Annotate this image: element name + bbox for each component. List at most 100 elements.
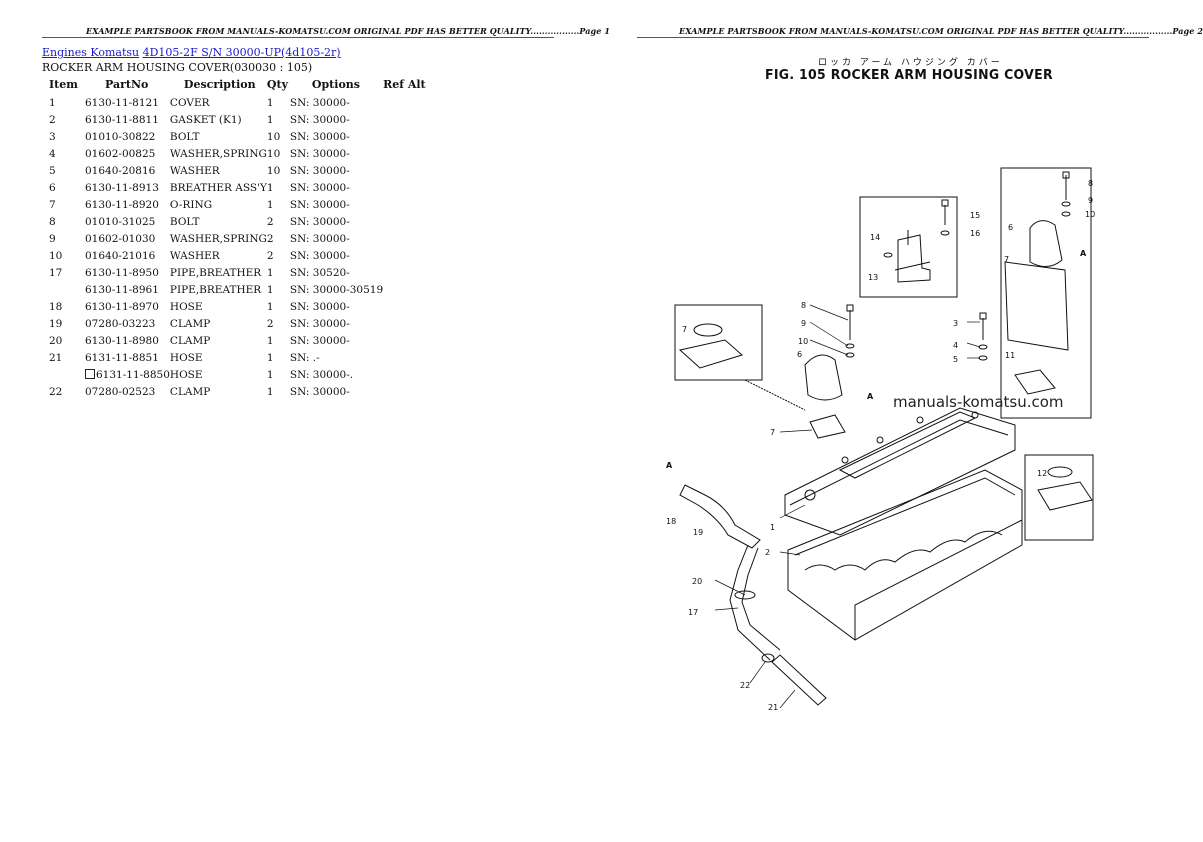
cell-qty: 2 (266, 317, 274, 330)
callout-A: A (666, 461, 673, 470)
cell-partno: 6130-11-8950 (85, 266, 159, 279)
cell-options: SN: 30000- (289, 215, 350, 228)
leader-lines (714, 304, 981, 709)
breather-hose (679, 484, 827, 706)
cell-qty: 1 (266, 351, 274, 364)
cell-description: CLAMP (169, 317, 211, 330)
cell-qty: 1 (266, 283, 274, 296)
cell-description: BOLT (169, 215, 200, 228)
callout-20: 20 (692, 577, 702, 586)
section-subtitle: ROCKER ARM HOUSING COVER(030030 : 105) (42, 61, 313, 74)
exploded-parts-diagram: 8 9 10 6 7 1 2 3 4 5 14 15 16 13 8 9 10 … (666, 167, 1095, 712)
cell-description: WASHER (169, 164, 220, 177)
cell-ref-alt (383, 298, 433, 315)
col-header-ref-alt: Ref Alt (383, 77, 426, 91)
callout-11: 11 (1005, 351, 1015, 360)
cell-partno: 01010-30822 (85, 130, 156, 143)
callout-22: 22 (740, 681, 750, 690)
cell-partno: 01602-01030 (85, 232, 156, 245)
callout-labels: 8 9 10 6 7 1 2 3 4 5 14 15 16 13 8 9 10 … (666, 179, 1095, 712)
cell-partno: 07280-03223 (85, 317, 156, 330)
cell-options: SN: 30520- (289, 266, 350, 279)
cell-item (42, 366, 85, 383)
cell-ref-alt (383, 332, 433, 349)
cell-description: CLAMP (169, 385, 211, 398)
cell-options: SN: 30000- (289, 113, 350, 126)
callout-A3: A (1080, 249, 1087, 258)
callout-17: 17 (688, 608, 698, 617)
cell-partno: 01640-21016 (85, 249, 156, 262)
cell-options: SN: 30000- (289, 249, 350, 262)
cell-qty: 1 (266, 96, 274, 109)
cell-description: BREATHER ASS'Y (169, 181, 267, 194)
cell-item: 1 (49, 96, 56, 109)
breadcrumb: Engines Komatsu 4D105-2F S/N 30000-UP(4d… (42, 46, 341, 59)
cell-item: 21 (49, 351, 63, 364)
cell-options: SN: 30000- (289, 96, 350, 109)
cell-item: 10 (49, 249, 63, 262)
inset-bracket (859, 196, 958, 298)
cell-description: GASKET (K1) (169, 113, 242, 126)
rocker-cover (784, 407, 1016, 536)
cell-description: HOSE (169, 368, 203, 381)
cell-ref-alt (383, 247, 433, 264)
callout-18: 18 (666, 517, 676, 526)
cell-qty: 2 (266, 249, 274, 262)
cell-qty: 1 (266, 368, 274, 381)
callout-16: 16 (970, 229, 980, 238)
table-header-row: Item PartNo Description Qty Options Ref … (42, 76, 433, 94)
cell-qty: 1 (266, 300, 274, 313)
breadcrumb-link-engines[interactable]: Engines Komatsu (42, 46, 140, 59)
cell-options: SN: 30000- (289, 164, 350, 177)
breadcrumb-link-model[interactable]: 4D105-2F S/N 30000-UP(4d105-2r) (142, 46, 341, 59)
cell-options: SN: 30000- (289, 317, 350, 330)
cell-partno: 6130-11-8811 (85, 113, 159, 126)
cell-partno: 07280-02523 (85, 385, 156, 398)
cell-item: 20 (49, 334, 63, 347)
callout-7c: 7 (682, 325, 687, 334)
cell-options: SN: 30000- (289, 130, 350, 143)
inset-breather (1000, 167, 1092, 419)
cell-item: 5 (49, 164, 56, 177)
header-rule (637, 37, 1149, 38)
cell-partno: 01640-20816 (85, 164, 156, 177)
cell-qty: 1 (266, 113, 274, 126)
checkbox-icon (85, 368, 95, 379)
callout-7b: 7 (1004, 255, 1009, 264)
cell-item: 4 (49, 147, 56, 160)
cell-partno: 6130-11-8980 (85, 334, 159, 347)
cell-ref-alt (383, 145, 433, 162)
cell-item: 19 (49, 317, 63, 330)
cell-qty: 1 (266, 334, 274, 347)
cell-options: SN: 30000-30519 (289, 283, 384, 296)
cell-partno: 01602-00825 (85, 147, 156, 160)
cell-ref-alt (383, 179, 433, 196)
cell-options: SN: .- (289, 351, 320, 364)
callout-15: 15 (970, 211, 980, 220)
callout-6: 6 (797, 350, 802, 359)
cell-description: O-RING (169, 198, 213, 211)
callout-12: 12 (1037, 469, 1047, 478)
col-header-qty: Qty (266, 77, 288, 91)
cell-options: SN: 30000- (289, 198, 350, 211)
cell-partno: 6130-11-8970 (85, 300, 159, 313)
callout-8b: 8 (1088, 179, 1093, 188)
cell-partno: 6131-11-8850 (85, 366, 170, 383)
cell-options: SN: 30000- (289, 181, 350, 194)
table-row: 19 07280-03223 CLAMP 2 SN: 30000- (42, 315, 433, 332)
col-header-description: Description (183, 77, 256, 91)
callout-4: 4 (953, 341, 958, 350)
cell-ref-alt (383, 94, 433, 111)
callout-19: 19 (693, 528, 703, 537)
header-rule (42, 37, 554, 38)
cell-description: HOSE (169, 300, 203, 313)
